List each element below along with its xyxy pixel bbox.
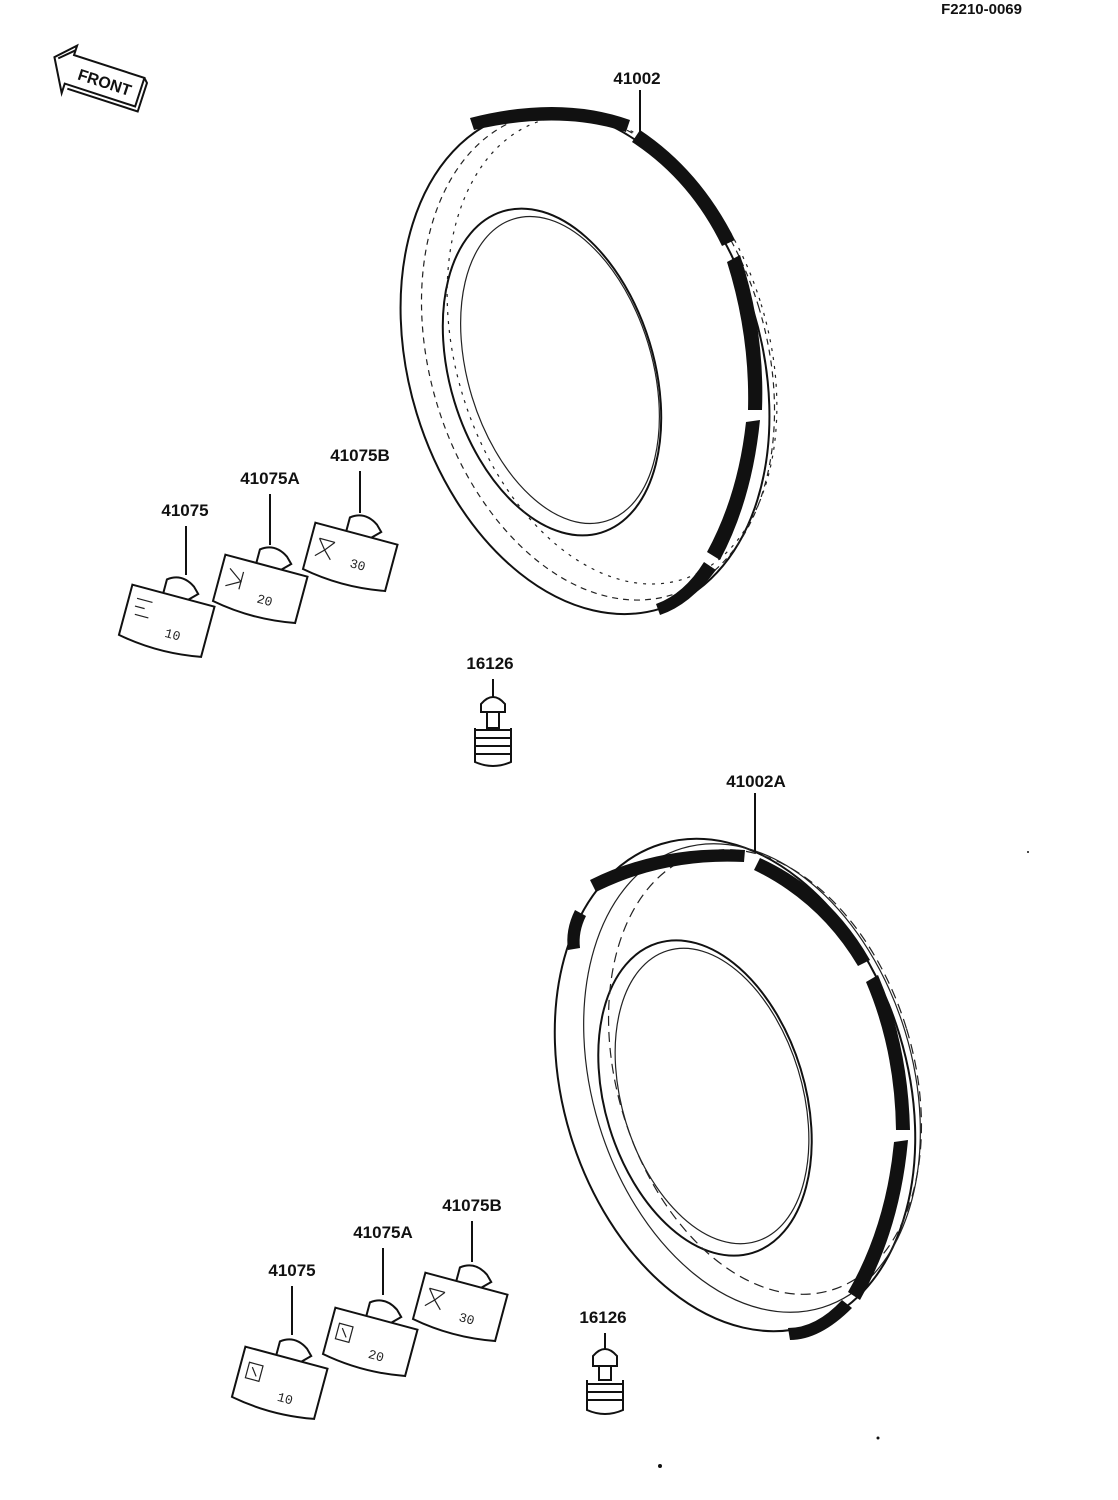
balance-weight-top-3: 30	[301, 514, 399, 593]
valve-top-icon	[474, 696, 512, 767]
balance-weight-bottom-1: 10	[230, 1338, 329, 1420]
weight-mark-bottom-2: 20	[367, 1347, 386, 1366]
label-valve-bottom: 16126	[579, 1308, 626, 1327]
scan-speck	[1027, 851, 1029, 853]
reference-code: F2210-0069	[941, 1, 1022, 18]
balance-weight-top-1: 10	[117, 576, 216, 658]
scan-speck	[658, 1464, 662, 1468]
label-valve-top: 16126	[466, 654, 513, 673]
label-tire-rear: 41002A	[726, 772, 786, 791]
label-weight-top-3: 41075B	[330, 446, 390, 465]
tire-front	[399, 106, 778, 616]
weight-mark-top-1: 10	[163, 626, 182, 645]
label-weight-top-1: 41075	[161, 501, 208, 520]
weight-mark-top-3: 30	[348, 556, 367, 575]
weight-mark-bottom-3: 30	[457, 1310, 476, 1329]
front-arrow-icon: FRONT	[53, 43, 149, 113]
balance-weight-bottom-2: 20	[321, 1299, 419, 1378]
weight-mark-bottom-1: 10	[275, 1390, 294, 1409]
valve-bottom-icon	[586, 1348, 624, 1415]
label-weight-bottom-2: 41075A	[353, 1223, 413, 1242]
scan-speck	[876, 1436, 880, 1440]
balance-weight-bottom-3: 30	[411, 1264, 509, 1343]
label-tire-front: 41002	[613, 69, 660, 88]
tread-pattern-rear	[567, 849, 910, 1340]
label-weight-bottom-1: 41075	[268, 1261, 315, 1280]
tread-pattern-front	[470, 106, 763, 615]
balance-weight-top-2: 20	[211, 546, 309, 625]
tire-rear	[553, 837, 923, 1340]
weight-mark-top-2: 20	[255, 592, 274, 611]
label-weight-top-2: 41075A	[240, 469, 300, 488]
label-weight-bottom-3: 41075B	[442, 1196, 502, 1215]
